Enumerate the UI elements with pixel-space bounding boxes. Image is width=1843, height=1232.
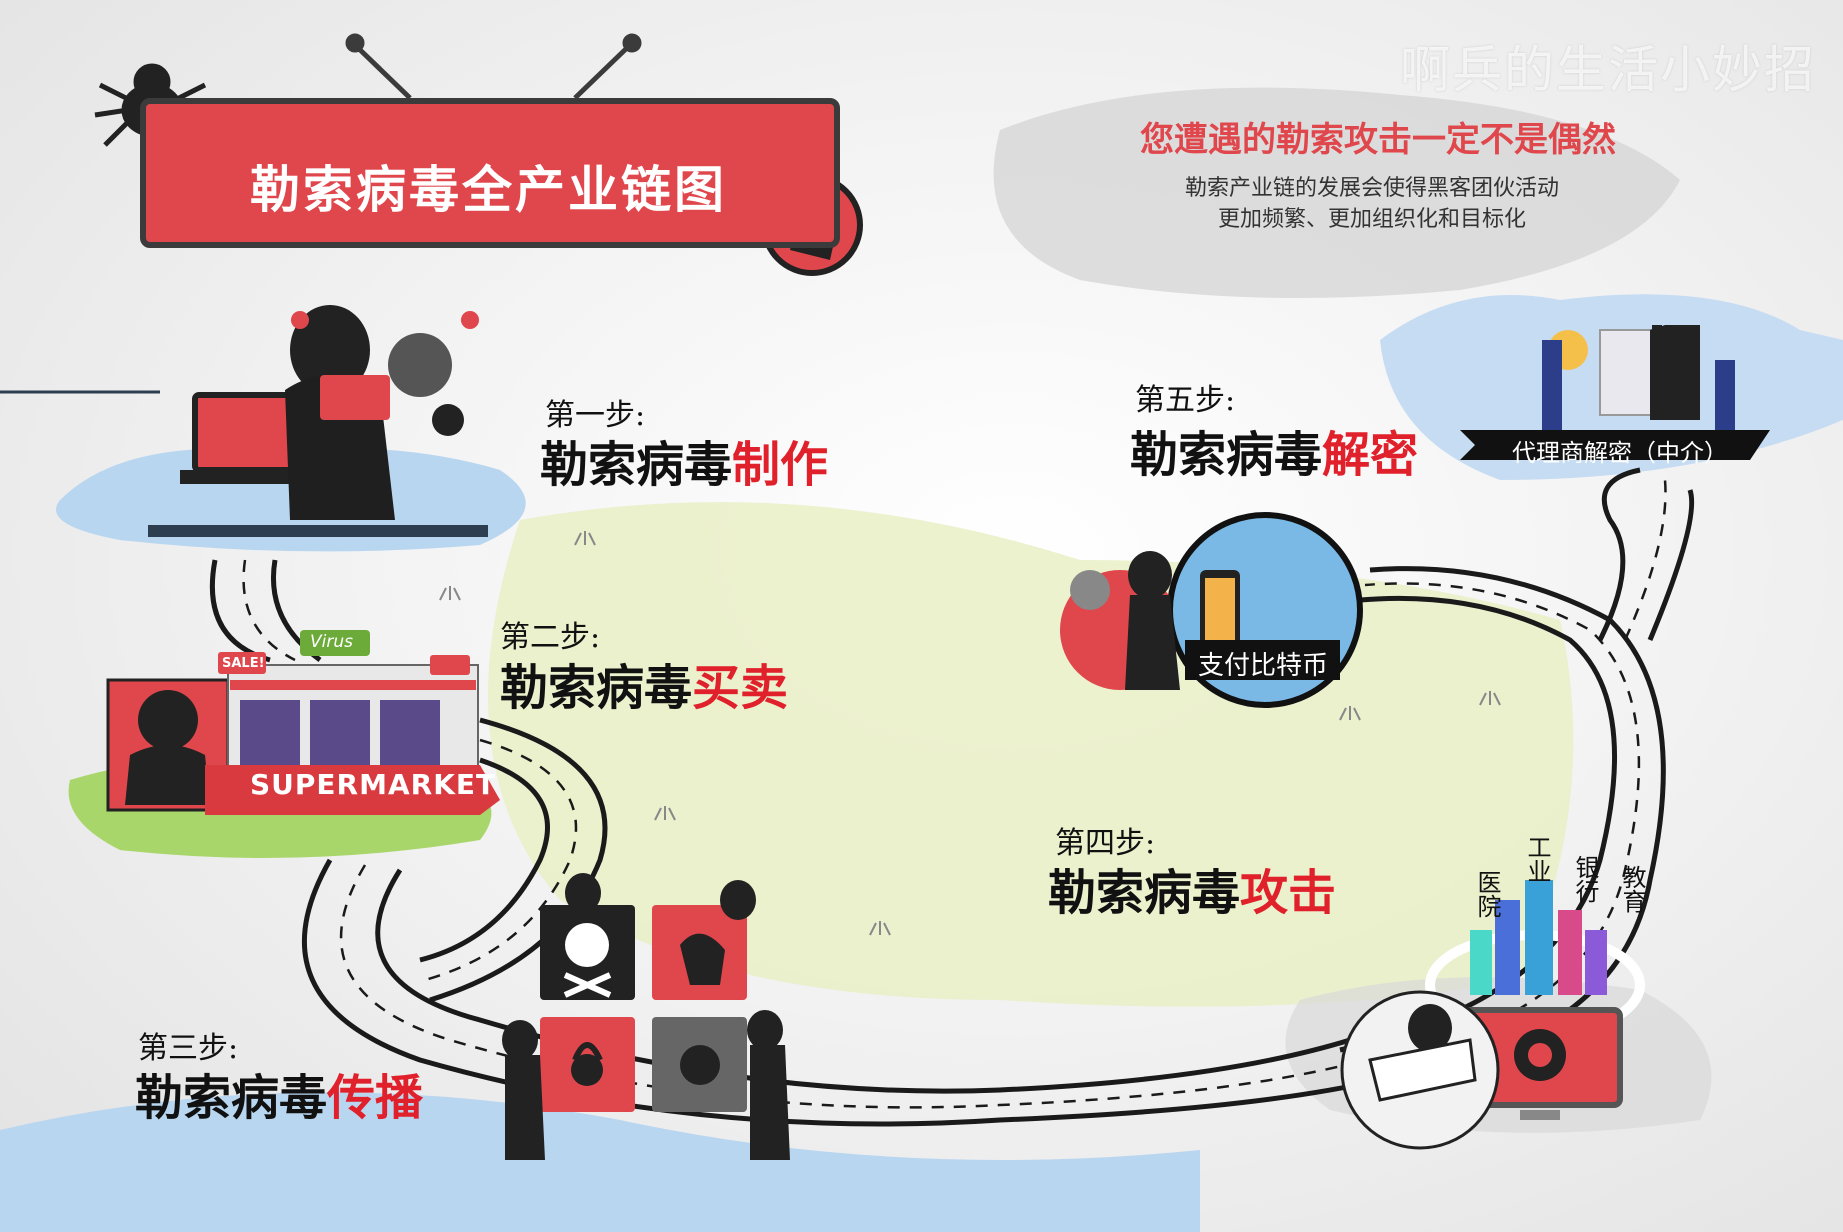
page-title: 勒索病毒全产业链图 bbox=[250, 160, 727, 219]
store-sign: SUPERMARKET bbox=[250, 768, 497, 801]
payment-scene bbox=[1060, 512, 1363, 708]
step2-action: 买卖 bbox=[692, 660, 789, 716]
title-banner bbox=[140, 98, 840, 248]
step2-supermarket bbox=[106, 630, 500, 815]
subtitle-line-2: 更加频繁、更加组织化和目标化 bbox=[1218, 207, 1527, 232]
step5-label: 第五步: bbox=[1135, 383, 1236, 418]
step3-action: 传播 bbox=[327, 1070, 424, 1126]
step3-blocks bbox=[540, 905, 747, 1112]
scribble-cloud bbox=[993, 87, 1680, 298]
step1-hacker-scene bbox=[148, 305, 488, 537]
subtitle-line-1: 勒索产业链的发展会使得黑客团伙活动 bbox=[1185, 176, 1560, 201]
step4-action: 攻击 bbox=[1240, 865, 1337, 921]
step2-prefix: 勒索病毒 bbox=[500, 660, 693, 716]
target-bank: 银行 bbox=[1571, 855, 1599, 903]
tv-antenna bbox=[345, 33, 642, 100]
target-hospital: 医院 bbox=[1473, 870, 1501, 918]
step1-title: 勒索病毒制作 bbox=[540, 425, 828, 495]
step1-label: 第一步: bbox=[545, 398, 646, 433]
target-industry: 工业 bbox=[1523, 835, 1551, 883]
store-brand: Virus bbox=[310, 632, 353, 652]
step5-action: 解密 bbox=[1322, 427, 1419, 483]
water-bottom bbox=[0, 1092, 1200, 1232]
step5-title: 勒索病毒解密 bbox=[1130, 415, 1418, 485]
step4-label: 第四步: bbox=[1055, 826, 1156, 861]
step3-prefix: 勒索病毒 bbox=[135, 1070, 328, 1126]
step3-label: 第三步: bbox=[138, 1031, 239, 1066]
agent-banner-label: 代理商解密（中介） bbox=[1512, 439, 1728, 467]
step1-action: 制作 bbox=[732, 437, 829, 493]
watermark: 啊兵的生活小妙招 bbox=[1400, 41, 1816, 99]
payment-label: 支付比特币 bbox=[1198, 651, 1329, 681]
step3-hackers bbox=[502, 873, 790, 1160]
step2-title: 勒索病毒买卖 bbox=[500, 648, 788, 718]
headline: 您遭遇的勒索攻击一定不是偶然 bbox=[1140, 120, 1616, 160]
step5-agents bbox=[1460, 325, 1770, 460]
step1-prefix: 勒索病毒 bbox=[540, 437, 733, 493]
step5-prefix: 勒索病毒 bbox=[1130, 427, 1323, 483]
step4-title: 勒索病毒攻击 bbox=[1048, 853, 1336, 923]
sale-sign: SALE! bbox=[222, 656, 265, 671]
step2-label: 第二步: bbox=[500, 620, 601, 655]
grass-tufts bbox=[439, 531, 1501, 936]
target-education: 教育 bbox=[1618, 865, 1646, 913]
land-area bbox=[488, 502, 1574, 1007]
step3-title: 勒索病毒传播 bbox=[135, 1058, 423, 1128]
step4-prefix: 勒索病毒 bbox=[1048, 865, 1241, 921]
step4-target bbox=[1340, 880, 1645, 1150]
